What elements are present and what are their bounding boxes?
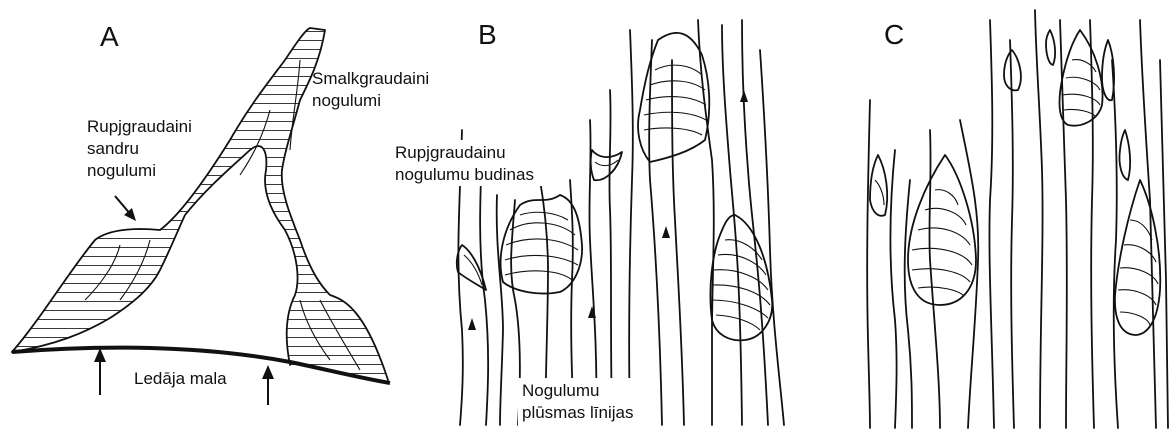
- boudin-center-large: [501, 195, 582, 294]
- lens-c-top-center: [1060, 30, 1103, 126]
- flow-arrow-3: [662, 226, 670, 238]
- label-fine-grained-deposits: Smalkgraudaini nogulumi: [312, 69, 434, 110]
- panel-c: C: [867, 10, 1168, 428]
- flow-arrow-1: [468, 318, 476, 330]
- flow-arrow-4: [740, 90, 748, 102]
- arrow-up-2: [262, 365, 274, 405]
- flow-lines: [458, 20, 784, 425]
- label-coarse-sandur-deposits: Rupjgraudaini sandru nogulumi: [87, 117, 197, 180]
- lens-c-mid-right-small: [1119, 130, 1130, 180]
- lens-c-top-small: [1004, 50, 1021, 90]
- panel-b: B: [376, 19, 784, 426]
- boudin-right-large: [710, 215, 772, 340]
- panel-b-letter: B: [478, 19, 497, 50]
- label-glacier-margin: Ledāja mala: [134, 369, 227, 388]
- lens-c-top-left-small: [1046, 30, 1055, 65]
- arrow-up-1: [94, 348, 106, 395]
- panel-c-letter: C: [884, 19, 904, 50]
- panel-a: A Smalkg: [0, 20, 434, 405]
- lens-c-center-large: [908, 155, 976, 305]
- panel-a-letter: A: [100, 21, 119, 52]
- lens-c-left-small: [870, 155, 887, 216]
- arrow-pointer-coarse: [115, 196, 136, 221]
- flow-lines-c: [867, 10, 1168, 428]
- boudin-small-mid: [591, 150, 622, 180]
